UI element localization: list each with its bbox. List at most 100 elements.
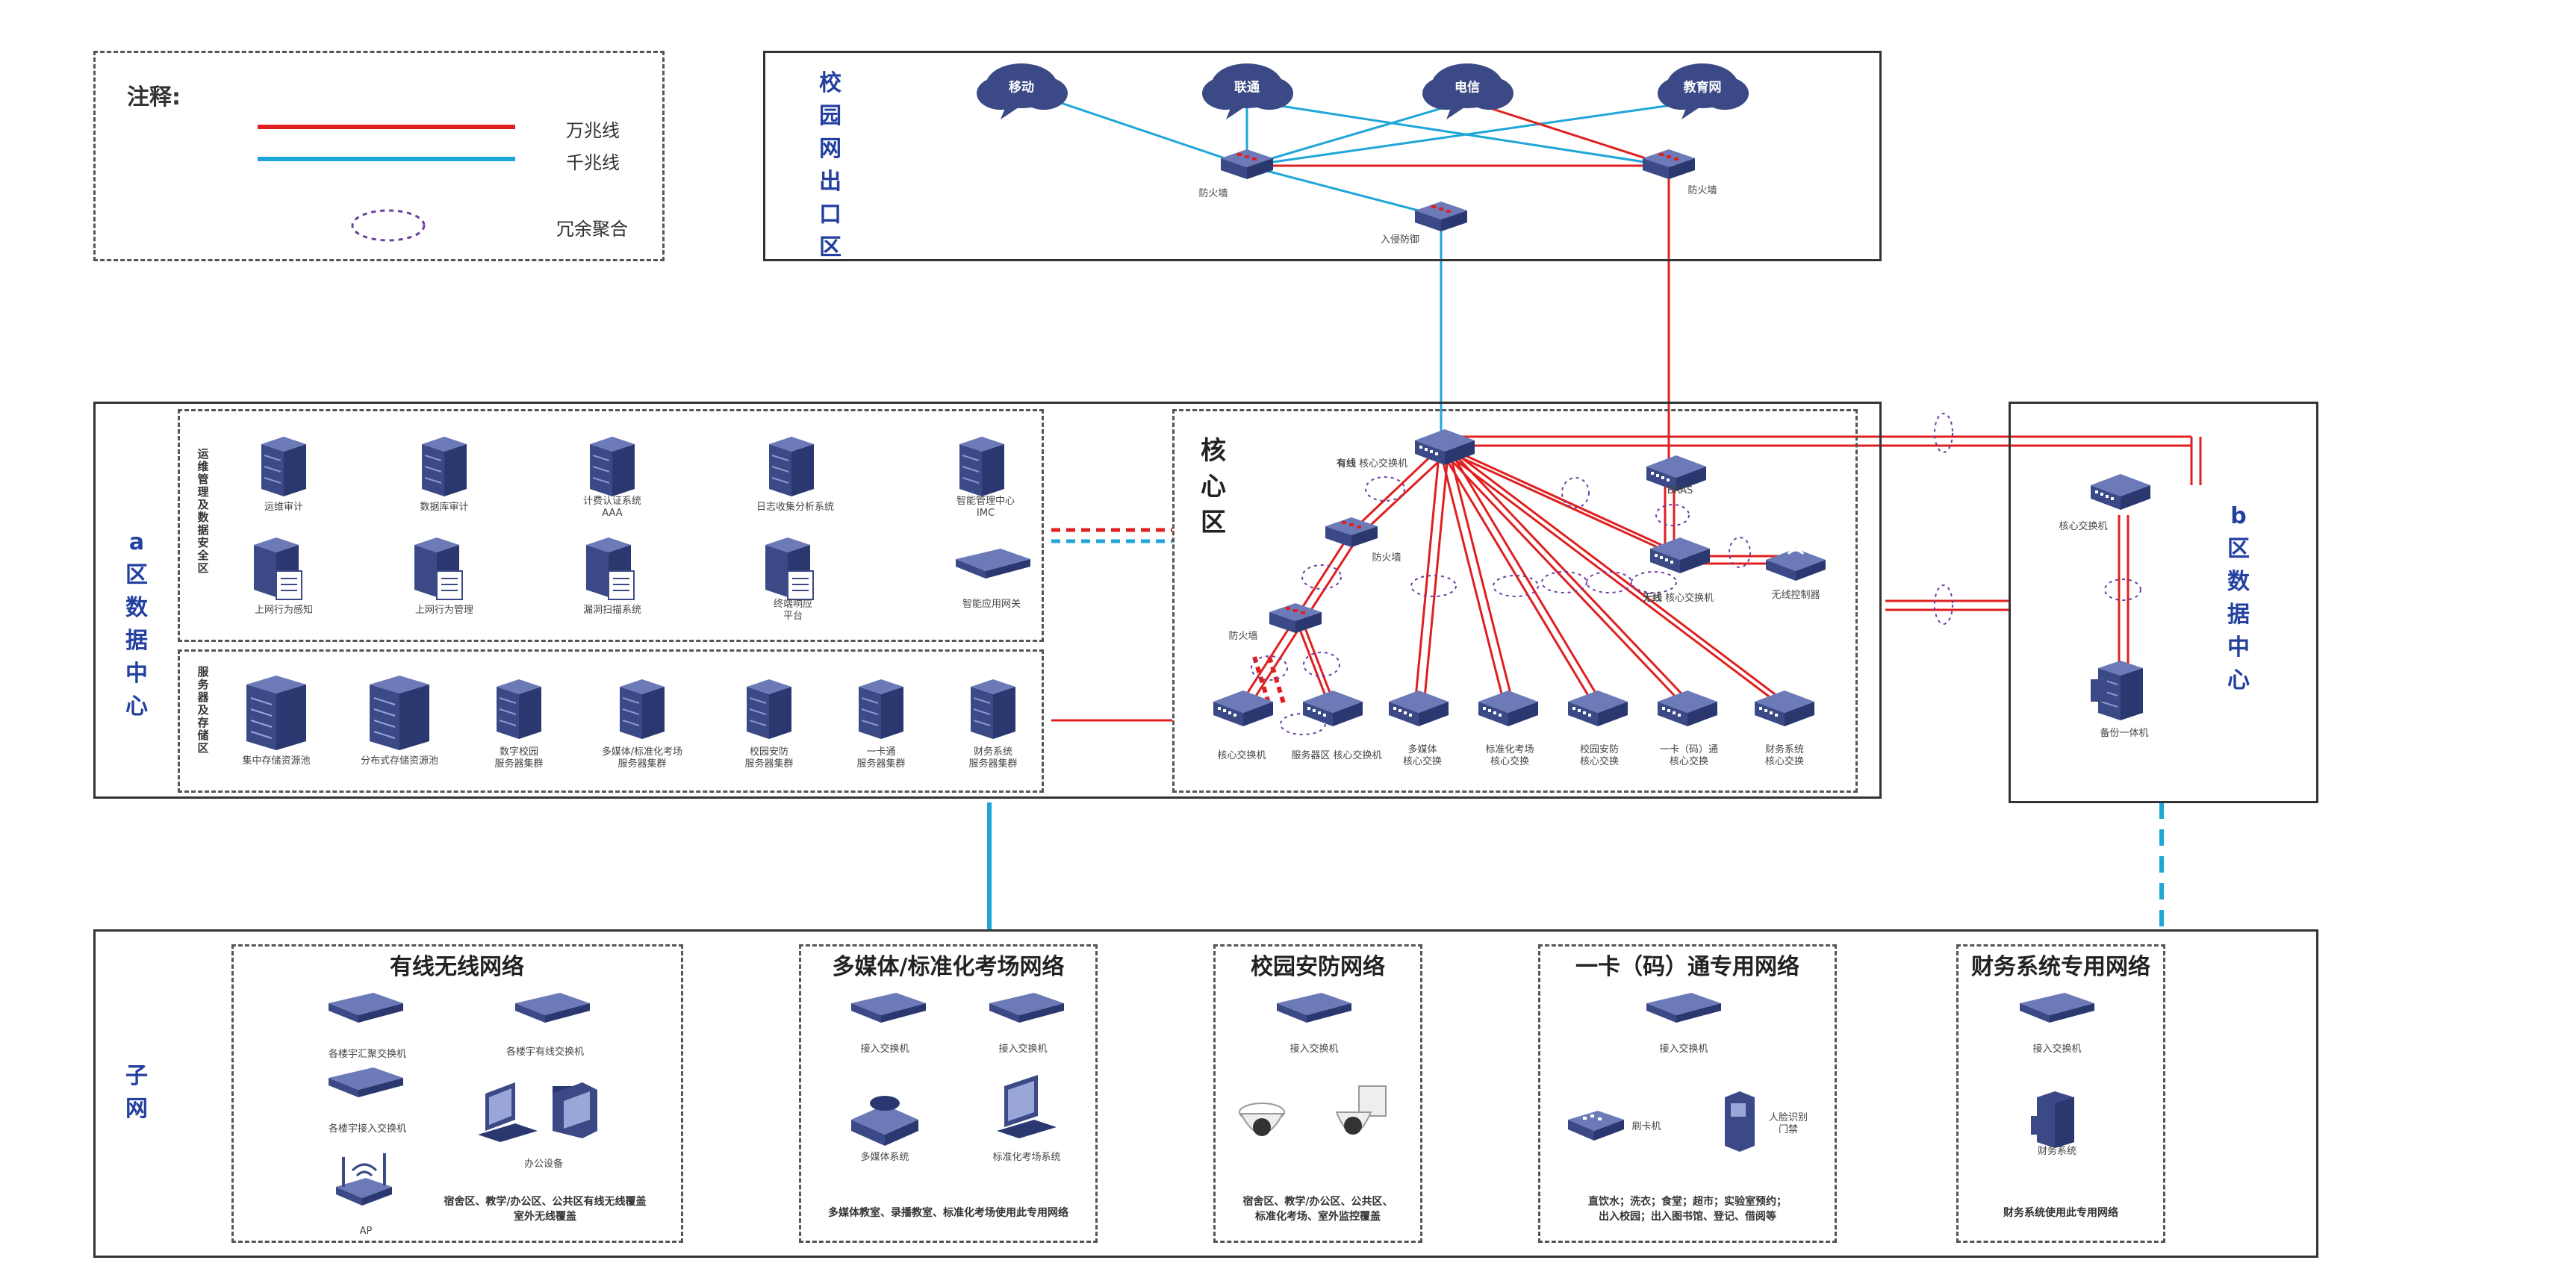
fin-dev-label: 财务系统 bbox=[2037, 1146, 2077, 1157]
core-area bbox=[1172, 409, 1858, 793]
core-title: 核心区 bbox=[1201, 436, 1226, 537]
ww-sw3-label: 各楼宇接入交换机 bbox=[328, 1123, 407, 1135]
server-area bbox=[178, 649, 1044, 793]
server-label-7: 财务系统 服务器集群 bbox=[968, 746, 1018, 770]
ww-note: 宿舍区、教学/办公区、公共区有线无线覆盖 室外无线覆盖 bbox=[444, 1196, 647, 1223]
ops-label-6: 上网行为感知 bbox=[254, 605, 314, 616]
server-label-4: 多媒体/标准化考场 服务器集群 bbox=[601, 746, 683, 770]
card-dev2-label: 人脸识别 门禁 bbox=[1768, 1112, 1808, 1135]
server-label-3: 数字校园 服务器集群 bbox=[494, 746, 544, 770]
ops-label-2: 数据库审计 bbox=[420, 502, 469, 513]
ww-sw2-label: 各楼宇有线交换机 bbox=[505, 1047, 585, 1058]
core-wireless-prefix: 无线 bbox=[1643, 593, 1663, 604]
mm-sw1-label: 接入交换机 bbox=[860, 1044, 909, 1055]
zone-b-backup-label: 备份一体机 bbox=[2100, 728, 2149, 739]
multimedia-device-icon bbox=[851, 1096, 918, 1146]
zone-b-title: b区数据中心 bbox=[2227, 503, 2250, 693]
subnet-sec-title: 校园安防网络 bbox=[1251, 954, 1385, 980]
cloud-edu-icon bbox=[1658, 63, 1749, 119]
card-sw-label: 接入交换机 bbox=[1659, 1044, 1708, 1055]
subnet-security bbox=[1213, 944, 1422, 1243]
server-label-1: 集中存储资源池 bbox=[242, 755, 311, 767]
cloud-telecom-icon bbox=[1422, 63, 1513, 119]
ops-label-1: 运维审计 bbox=[264, 502, 304, 513]
card-note: 直饮水；洗衣；食堂；超市；实验室预约； 出入校园；出入图书馆、登记、借阅等 bbox=[1588, 1196, 1787, 1223]
finance-server-icon bbox=[2031, 1091, 2074, 1148]
core-wired-prefix: 有线 bbox=[1337, 458, 1357, 470]
core-wireless-label: 无线 核心交换机 bbox=[1643, 590, 1714, 604]
card-reader-icon bbox=[1568, 1111, 1624, 1141]
mm-dev1-label: 多媒体系统 bbox=[860, 1152, 909, 1163]
core-bottom-3: 多媒体 核心交换 bbox=[1402, 744, 1443, 767]
server-label-6: 一卡通 服务器集群 bbox=[856, 746, 906, 770]
fin-sw-label: 接入交换机 bbox=[2032, 1044, 2082, 1055]
firewall-left-label: 防火墙 bbox=[1198, 188, 1228, 199]
ops-label-7: 上网行为管理 bbox=[414, 605, 474, 616]
core-fw1-label: 防火墙 bbox=[1372, 552, 1401, 564]
cloud-mobile-label: 移动 bbox=[1009, 80, 1034, 96]
sec-note: 宿舍区、教学/办公区、公共区、 标准化考场、室外监控覆盖 bbox=[1242, 1196, 1393, 1223]
subnet-title: 子网 bbox=[125, 1063, 148, 1122]
mm-dev2-label: 标准化考场系统 bbox=[992, 1152, 1061, 1163]
core-bottom-7: 财务系统 核心交换 bbox=[1764, 744, 1805, 767]
card-dev1-label: 刷卡机 bbox=[1631, 1121, 1661, 1132]
ops-label-5: 智能管理中心 IMC bbox=[956, 496, 1015, 519]
exit-zone-title: 校园网出口区 bbox=[819, 70, 841, 261]
core-bottom-5: 校园安防 核心交换 bbox=[1579, 744, 1620, 767]
server-label-5: 校园安防 服务器集群 bbox=[744, 746, 794, 770]
exam-computer-icon bbox=[997, 1075, 1057, 1138]
exit-zone bbox=[763, 51, 1882, 261]
core-bottom-1: 核心交换机 bbox=[1217, 750, 1266, 761]
ap-icon bbox=[336, 1153, 392, 1206]
core-wireless-name: 核心交换机 bbox=[1665, 593, 1714, 604]
ids-label: 入侵防御 bbox=[1380, 234, 1420, 246]
wireless-controller-icon bbox=[1766, 543, 1826, 581]
core-wlc-label: 无线控制器 bbox=[1771, 590, 1820, 601]
office-computer-icon bbox=[478, 1082, 597, 1142]
ptz-camera-icon bbox=[1335, 1085, 1387, 1135]
legend-ten-gig-label: 万兆线 bbox=[566, 120, 620, 141]
subnet-wired-wireless bbox=[231, 944, 683, 1243]
subnet-frame bbox=[93, 929, 2318, 1258]
subnet-mm-title: 多媒体/标准化考场网络 bbox=[832, 954, 1065, 980]
core-bottom-2: 服务器区 核心交换机 bbox=[1291, 750, 1382, 761]
legend-gig-label: 千兆线 bbox=[566, 152, 620, 173]
cloud-telecom-label: 电信 bbox=[1455, 80, 1480, 96]
cloud-mobile-icon bbox=[977, 63, 1068, 119]
mm-note: 多媒体教室、录播教室、标准化考场使用此专用网络 bbox=[828, 1207, 1068, 1219]
subnet-ww-title: 有线无线网络 bbox=[390, 954, 524, 980]
ops-label-3: 计费认证系统 AAA bbox=[582, 496, 642, 519]
ops-area bbox=[178, 409, 1044, 642]
legend-redundant-label: 冗余聚合 bbox=[556, 219, 628, 240]
legend-box bbox=[93, 51, 665, 261]
core-wired-name: 核心交换机 bbox=[1359, 458, 1408, 470]
subnet-fin-title: 财务系统专用网络 bbox=[1971, 954, 2150, 980]
face-gate-icon bbox=[1725, 1091, 1755, 1152]
ops-label-4: 日志收集分析系统 bbox=[756, 502, 835, 513]
server-label-2: 分布式存储资源池 bbox=[360, 755, 439, 767]
core-bottom-6: 一卡（码）通 核心交换 bbox=[1659, 744, 1719, 767]
zone-a-frame bbox=[93, 402, 1882, 799]
zone-b-frame bbox=[2009, 402, 2318, 803]
cloud-unicom-label: 联通 bbox=[1234, 80, 1260, 96]
core-bras-label: BRAS bbox=[1667, 485, 1693, 496]
core-fw2-label: 防火墙 bbox=[1228, 631, 1258, 642]
server-area-title: 服务器及存储区 bbox=[197, 665, 209, 755]
subnet-card bbox=[1538, 944, 1837, 1243]
ops-label-8: 漏洞扫描系统 bbox=[582, 605, 642, 616]
mm-sw2-label: 接入交换机 bbox=[998, 1044, 1048, 1055]
ops-label-9: 终端响应 平台 bbox=[773, 599, 813, 622]
core-wired-label: 有线 核心交换机 bbox=[1337, 455, 1407, 470]
sec-sw-label: 接入交换机 bbox=[1289, 1044, 1339, 1055]
zone-a-title: a区数据中心 bbox=[125, 529, 148, 720]
legend-title: 注释: bbox=[127, 84, 181, 110]
zone-b-core-label: 核心交换机 bbox=[2059, 521, 2108, 532]
cloud-edu-label: 教育网 bbox=[1683, 80, 1722, 96]
backup-appliance-icon bbox=[2091, 660, 2144, 721]
dome-camera-icon bbox=[1239, 1103, 1285, 1136]
legend-redundant-ellipse bbox=[351, 209, 426, 242]
subnet-finance bbox=[1956, 944, 2165, 1243]
subnet-multimedia bbox=[799, 944, 1098, 1243]
